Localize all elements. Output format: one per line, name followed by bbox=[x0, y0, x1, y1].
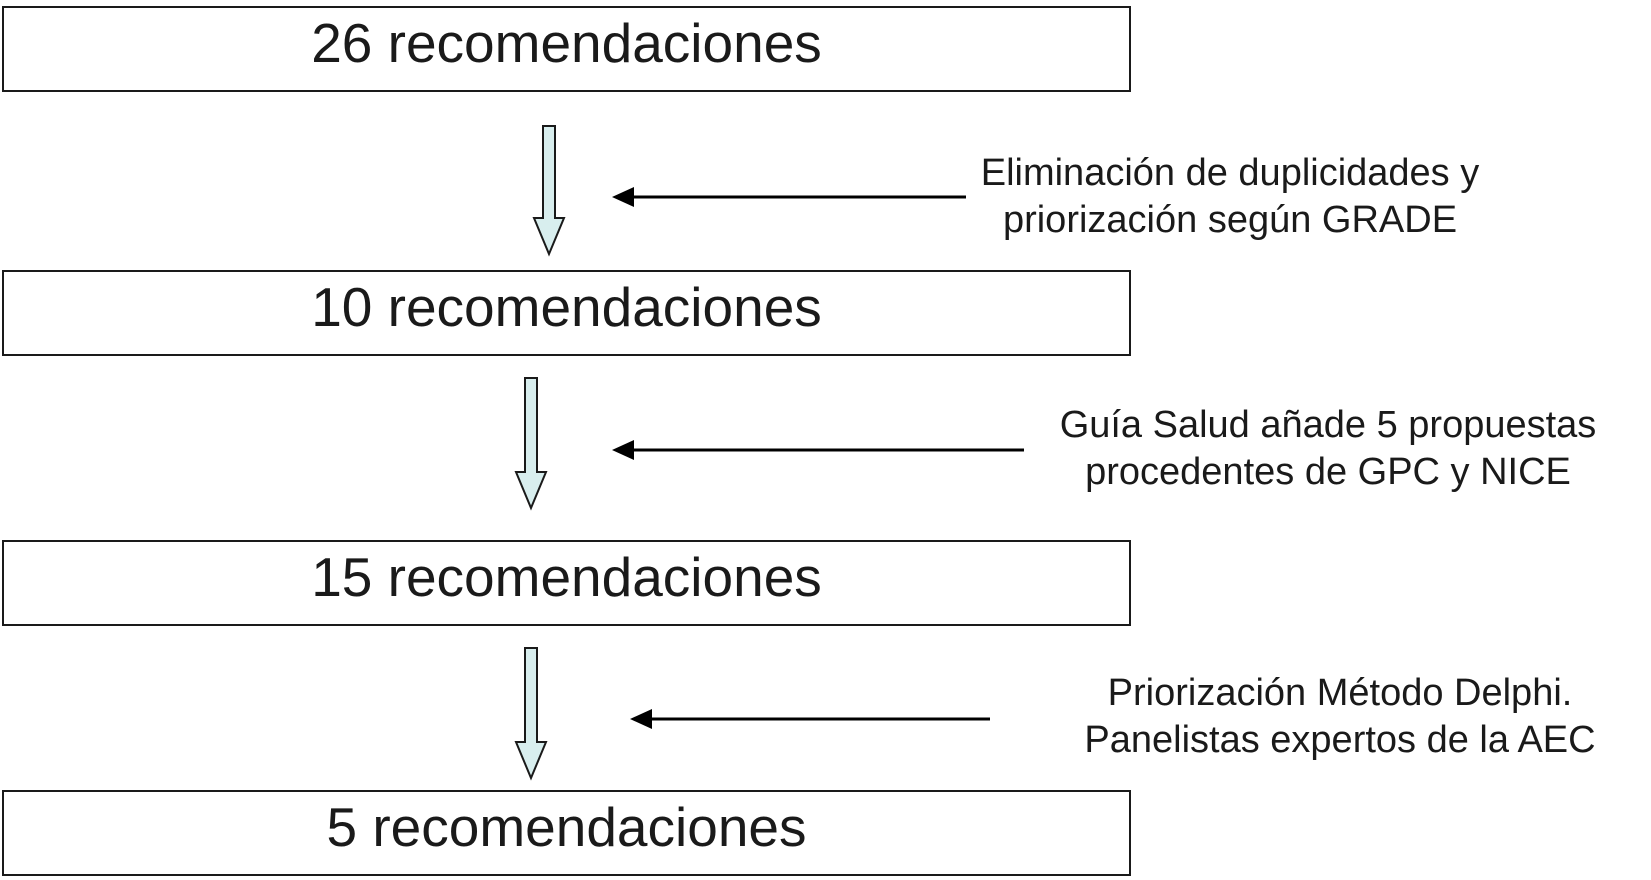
pointer-arrow-2 bbox=[612, 440, 1024, 460]
note-line: procedentes de GPC y NICE bbox=[1085, 451, 1571, 493]
note-line: Priorización Método Delphi. bbox=[1107, 672, 1573, 714]
step-label: 5 recomendaciones bbox=[326, 796, 807, 858]
transition-note-3: Priorización Método Delphi. Panelistas e… bbox=[1040, 670, 1640, 764]
step-box-4: 5 recomendaciones bbox=[2, 790, 1131, 876]
step-label: 10 recomendaciones bbox=[311, 276, 822, 338]
note-line: Guía Salud añade 5 propuestas bbox=[1059, 404, 1597, 446]
note-line: Panelistas expertos de la AEC bbox=[1084, 719, 1596, 761]
flow-arrow-1 bbox=[532, 125, 566, 257]
pointer-arrow-3 bbox=[630, 709, 990, 729]
step-box-3: 15 recomendaciones bbox=[2, 540, 1131, 626]
note-line: Eliminación de duplicidades y bbox=[980, 152, 1480, 194]
step-label: 26 recomendaciones bbox=[311, 12, 822, 74]
flow-arrow-2 bbox=[514, 377, 548, 511]
step-box-1: 26 recomendaciones bbox=[2, 6, 1131, 92]
note-line: priorización según GRADE bbox=[1002, 199, 1458, 241]
flow-arrow-3 bbox=[514, 647, 548, 781]
transition-note-2: Guía Salud añade 5 propuestas procedente… bbox=[1018, 402, 1638, 496]
pointer-arrow-1 bbox=[612, 187, 966, 207]
step-box-2: 10 recomendaciones bbox=[2, 270, 1131, 356]
step-label: 15 recomendaciones bbox=[311, 546, 822, 608]
transition-note-1: Eliminación de duplicidades y priorizaci… bbox=[960, 150, 1500, 244]
